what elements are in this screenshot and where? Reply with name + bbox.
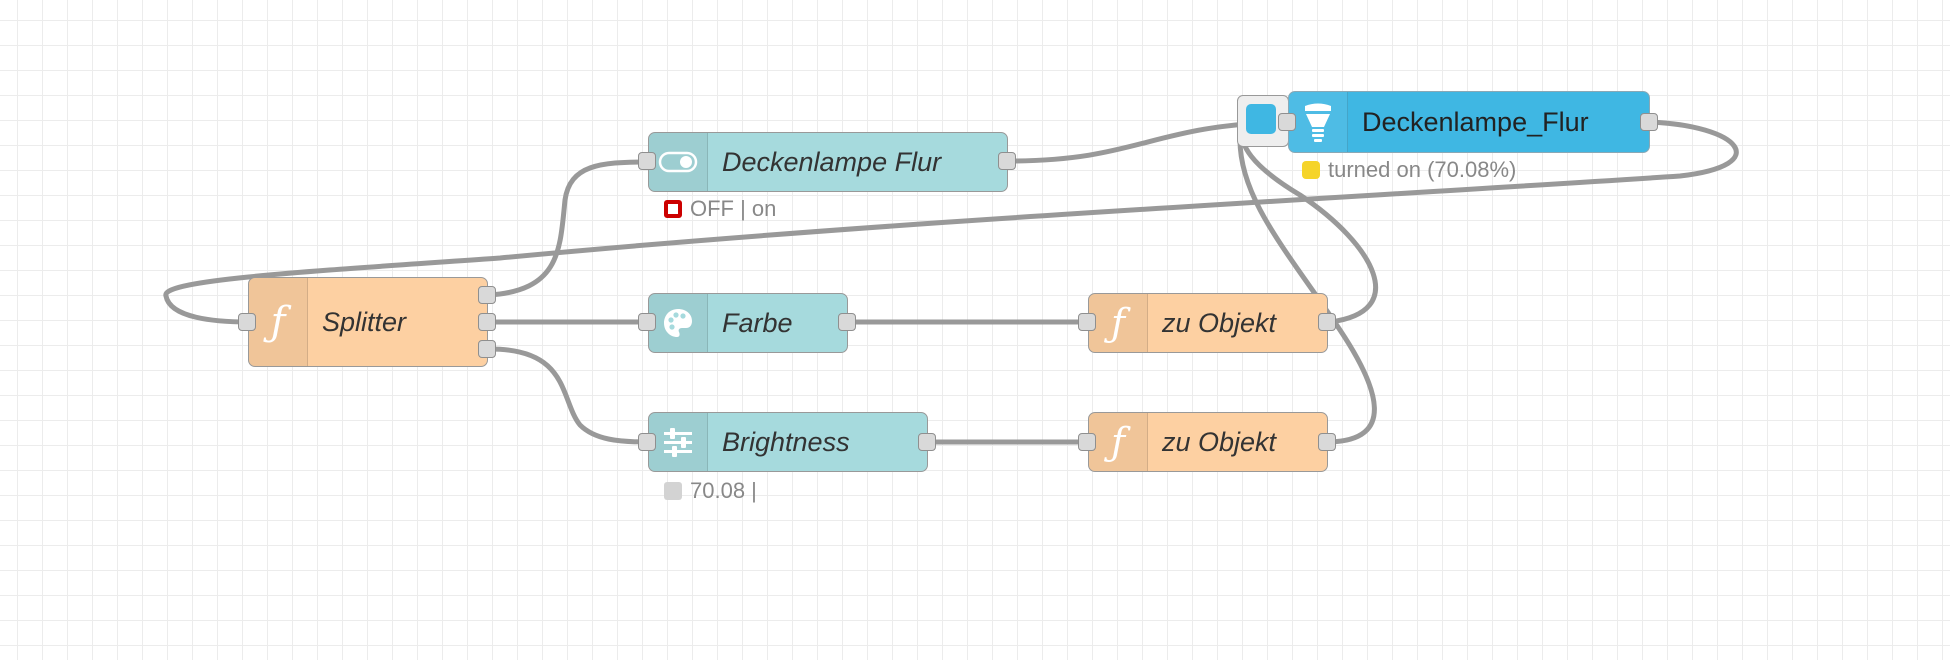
farbe-node[interactable]: Farbe — [648, 293, 848, 353]
splitter-node[interactable]: ƒ Splitter — [248, 277, 488, 367]
brightness-output-port[interactable] — [918, 433, 936, 451]
function-icon: ƒ — [249, 278, 308, 366]
node-label: zu Objekt — [1162, 426, 1277, 457]
farbe-output-port[interactable] — [838, 313, 856, 331]
node-label: Deckenlampe Flur — [722, 146, 942, 177]
wire-splitter-to-brightness[interactable] — [487, 346, 650, 445]
node-label: zu Objekt — [1162, 307, 1277, 338]
slider-icon — [649, 413, 708, 471]
lamp-node[interactable]: Deckenlampe_Flur — [1288, 91, 1650, 153]
node-label: Splitter — [322, 306, 407, 337]
status-indicator — [664, 200, 682, 218]
switch-status: OFF | on — [664, 196, 776, 222]
toggle-switch-icon — [649, 133, 708, 191]
node-label: Brightness — [722, 426, 850, 457]
brightness-node[interactable]: Brightness — [648, 412, 928, 472]
brightness-input-port[interactable] — [638, 433, 656, 451]
status-text: turned on (70.08%) — [1328, 157, 1517, 182]
function-icon: ƒ — [1089, 294, 1148, 352]
zu-objekt-node-1[interactable]: ƒ zu Objekt — [1088, 293, 1328, 353]
status-text: 70.08 | — [690, 478, 757, 503]
lamp-input-port[interactable] — [1278, 113, 1296, 131]
node-label: Deckenlampe_Flur — [1362, 106, 1589, 137]
lamp-status: turned on (70.08%) — [1302, 157, 1516, 183]
brightness-status: 70.08 | — [664, 478, 757, 504]
zu-objekt-2-output-port[interactable] — [1318, 433, 1336, 451]
zu-objekt-node-2[interactable]: ƒ zu Objekt — [1088, 412, 1328, 472]
zu-objekt-1-output-port[interactable] — [1318, 313, 1336, 331]
status-indicator — [664, 482, 682, 500]
splitter-output-port-3[interactable] — [478, 340, 496, 358]
status-indicator — [1302, 161, 1320, 179]
palette-icon — [649, 294, 708, 352]
lamp-output-port[interactable] — [1640, 113, 1658, 131]
farbe-input-port[interactable] — [638, 313, 656, 331]
splitter-output-port-2[interactable] — [478, 313, 496, 331]
wire-lamp-to-splitter[interactable] — [163, 119, 1739, 325]
node-label: Farbe — [722, 307, 793, 338]
zu-objekt-1-input-port[interactable] — [1078, 313, 1096, 331]
splitter-input-port[interactable] — [238, 313, 256, 331]
switch-input-port[interactable] — [638, 152, 656, 170]
wire-splitter-to-switch[interactable] — [487, 159, 650, 298]
zu-objekt-2-input-port[interactable] — [1078, 433, 1096, 451]
wire-zuobjekt2-to-lamp[interactable] — [1237, 137, 1377, 445]
function-icon: ƒ — [1089, 413, 1148, 471]
status-text: OFF | on — [690, 196, 777, 221]
switch-output-port[interactable] — [998, 152, 1016, 170]
switch-node[interactable]: Deckenlampe Flur — [648, 132, 1008, 192]
trigger-button-fill — [1246, 104, 1276, 134]
light-bulb-icon — [1289, 92, 1348, 152]
splitter-output-port-1[interactable] — [478, 286, 496, 304]
wire-zuobjekt1-to-lamp[interactable] — [1237, 122, 1378, 325]
